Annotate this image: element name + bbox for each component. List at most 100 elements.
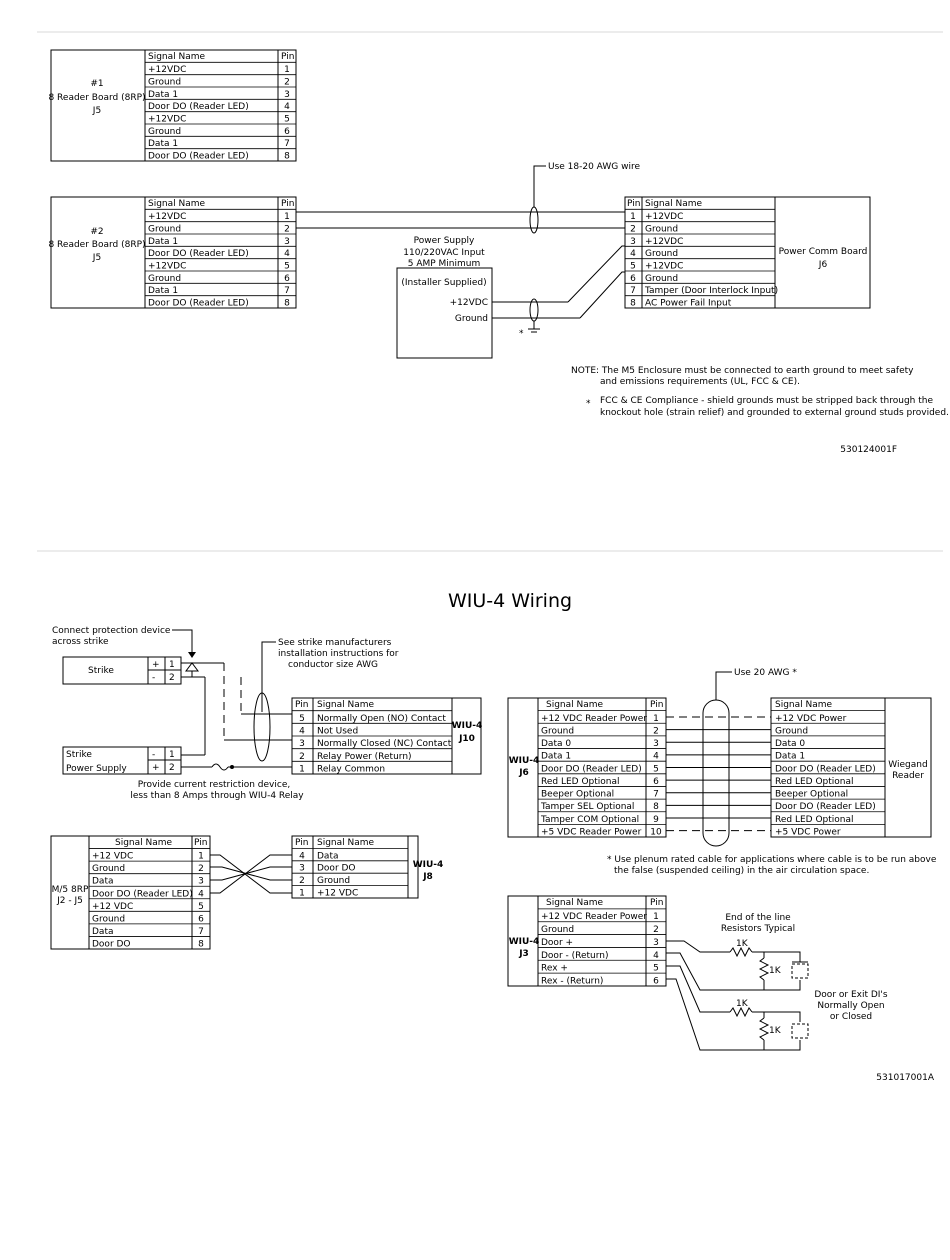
- board1-pin: 1: [284, 65, 290, 75]
- board2-pin: 3: [284, 237, 290, 247]
- board2-signal: Ground: [148, 225, 181, 235]
- strike-note-1: See strike manufacturers: [278, 638, 392, 648]
- power-comm-header-signal: Signal Name: [645, 199, 703, 209]
- strike-sign-2: -: [152, 673, 155, 683]
- strike-ps-pin-1: 1: [169, 750, 175, 760]
- board2-pin: 6: [284, 274, 290, 284]
- board2-pin: 5: [284, 262, 290, 272]
- strike-note-3: conductor size AWG: [288, 660, 378, 670]
- board1-pin: 7: [284, 139, 290, 149]
- j10-header-signal: Signal Name: [317, 700, 375, 710]
- top-notes: NOTE: The M5 Enclosure must be connected…: [571, 366, 949, 455]
- j3-pin: 5: [653, 964, 659, 974]
- j8-header-pin: Pin: [295, 838, 308, 848]
- power-comm-signal: Ground: [645, 225, 678, 235]
- board1-pin: 8: [284, 152, 290, 162]
- j3-pin: 3: [653, 938, 659, 948]
- power-comm-pin: 1: [630, 212, 636, 222]
- strike-ps-pin-2: 2: [169, 763, 175, 773]
- strike-ps-sign-2: +: [152, 763, 160, 773]
- j6-signal: Red LED Optional: [541, 777, 620, 787]
- power-comm-pin: 2: [630, 225, 636, 235]
- j10-pin: 3: [299, 739, 305, 749]
- top-wires: [296, 165, 625, 333]
- j8-pin: 1: [299, 889, 305, 899]
- power-comm-header-pin: Pin: [627, 199, 640, 209]
- board1-pin: 6: [284, 127, 290, 137]
- j3-signal: Rex +: [541, 964, 568, 974]
- strike-power-supply-box: Strike Power Supply - 1 + 2: [62, 746, 182, 775]
- power-comm-signal: AC Power Fail Input: [645, 299, 732, 309]
- board2-label-2: 8 Reader Board (8RP): [48, 240, 145, 250]
- power-comm-signal: +12VDC: [645, 237, 683, 247]
- j3-pin: 2: [653, 925, 659, 935]
- plenum-note-2: the false (suspended ceiling) in the air…: [614, 866, 869, 876]
- wiegand-signal: Beeper Optional: [775, 790, 848, 800]
- board1-label-3: J5: [92, 106, 101, 116]
- top-doc-number: 530124001F: [840, 445, 897, 455]
- board2-header-pin: Pin: [281, 199, 294, 209]
- j6-signal: Tamper COM Optional: [540, 815, 639, 825]
- j3-signal: +12 VDC Reader Power: [541, 912, 647, 922]
- board1-header-signal: Signal Name: [148, 52, 206, 62]
- board2-signal: +12VDC: [148, 212, 186, 222]
- m5-signal: Ground: [92, 914, 125, 924]
- power-comm-label-2: J6: [818, 260, 828, 270]
- m5-pin: 2: [198, 864, 204, 874]
- j6-label-2: J6: [518, 768, 529, 778]
- board2-pin: 8: [284, 299, 290, 309]
- j10-pin: 2: [299, 752, 305, 762]
- j6-pin: 6: [653, 777, 659, 787]
- j3-signal: Rex - (Return): [541, 977, 603, 987]
- j6-pin: 1: [653, 714, 659, 724]
- board1-signal: Door DO (Reader LED): [148, 102, 249, 112]
- wiegand-signal: Data 0: [775, 739, 805, 749]
- power-supply-ground: Ground: [455, 314, 488, 324]
- strike-ps-label-2: Power Supply: [66, 764, 127, 774]
- board2-pin: 4: [284, 249, 290, 259]
- current-note-1: Provide current restriction device,: [138, 780, 290, 790]
- j6-header-pin: Pin: [650, 700, 663, 710]
- strike-box: Strike + 1 - 2: [62, 656, 182, 685]
- j10-label-1: WIU-4: [452, 721, 483, 731]
- board2-signal: Door DO (Reader LED): [148, 299, 249, 309]
- m5-label-1: M/5 8RP: [52, 885, 89, 895]
- m5-header-pin: Pin: [194, 838, 207, 848]
- wiegand-label-1: Wiegand: [888, 760, 927, 770]
- r4-label: 1K: [769, 1026, 782, 1036]
- m5-pin: 6: [198, 914, 204, 924]
- r3-label: 1K: [736, 999, 749, 1009]
- j6-pin: 9: [653, 815, 659, 825]
- board1-pin: 5: [284, 115, 290, 125]
- board2-pin: 2: [284, 225, 290, 235]
- power-comm-pin: 8: [630, 299, 636, 309]
- board1-signal: Data 1: [148, 90, 178, 100]
- power-supply-box: Power Supply 110/220VAC Input 5 AMP Mini…: [396, 236, 493, 359]
- m5-signal: +12 VDC: [92, 902, 133, 912]
- j6-signal: Beeper Optional: [541, 790, 614, 800]
- power-supply-installer: (Installer Supplied): [401, 278, 486, 288]
- j3-signal: Door - (Return): [541, 951, 609, 961]
- power-comm-signal: Tamper (Door Interlock Input): [644, 286, 778, 296]
- j6-signal: Door DO (Reader LED): [541, 764, 642, 774]
- strike-ps-sign-1: -: [152, 750, 155, 760]
- m5-pin: 5: [198, 902, 204, 912]
- j6-pin: 7: [653, 790, 659, 800]
- wiegand-signal: Door DO (Reader LED): [775, 764, 876, 774]
- strike-ps-label-1: Strike: [66, 750, 92, 760]
- j3-header-pin: Pin: [650, 898, 663, 908]
- power-comm-label-1: Power Comm Board: [779, 247, 868, 257]
- wiegand-signal: Ground: [775, 726, 808, 736]
- power-comm-signal: +12VDC: [645, 262, 683, 272]
- board1-signal: Ground: [148, 78, 181, 88]
- wiegand-signal: Door DO (Reader LED): [775, 802, 876, 812]
- wiegand-signal: +12 VDC Power: [775, 714, 847, 724]
- m5-pin: 1: [198, 852, 204, 862]
- wiu4-title: WIU-4 Wiring: [448, 590, 572, 612]
- j10-signal: Relay Power (Return): [317, 752, 412, 762]
- j3-pin: 6: [653, 977, 659, 987]
